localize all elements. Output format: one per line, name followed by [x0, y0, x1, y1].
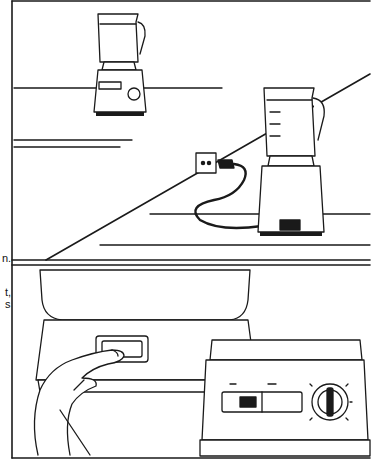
blender-small: [94, 14, 146, 116]
panel-frames: [12, 1, 370, 458]
margin-text: n.: [2, 252, 11, 264]
blender-base-front: [200, 340, 370, 456]
hand: [34, 350, 124, 455]
wall-outlet: [196, 153, 234, 173]
margin-text: t,: [5, 286, 11, 298]
counter-top: [100, 214, 370, 245]
power-cord: [195, 164, 262, 228]
margin-text: s: [5, 298, 11, 310]
blender-large: [258, 88, 324, 236]
